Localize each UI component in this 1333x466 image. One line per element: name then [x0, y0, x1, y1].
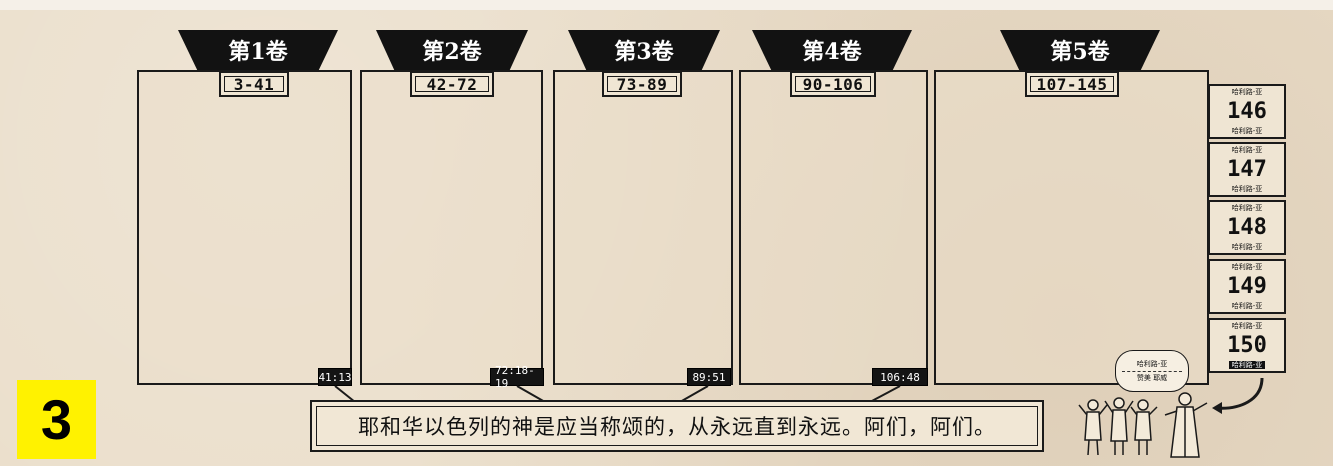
volume-2-title: 第2卷: [376, 30, 528, 70]
hallelujah-top: 哈利路-亚: [1231, 88, 1263, 96]
bubble-line-2: 赞美 耶威: [1136, 373, 1168, 382]
volume-4-panel: [739, 70, 928, 385]
bubble-line-1: 哈利路-亚: [1136, 359, 1168, 368]
volume-4-doxology: 106:48: [872, 368, 928, 386]
hallelujah-bottom: 哈利路-亚: [1231, 302, 1263, 310]
section-number-badge: 3: [17, 380, 96, 459]
psalm-number: 147: [1227, 156, 1267, 182]
volume-1-title: 第1卷: [178, 30, 338, 70]
worshippers-illustration: [1078, 392, 1208, 458]
hallelujah-bottom: 哈利路-亚: [1231, 243, 1263, 251]
volume-5-range: 107-145: [1025, 71, 1119, 97]
hallelujah-bottom: 哈利路-亚: [1231, 127, 1263, 135]
psalm-number: 149: [1227, 273, 1267, 299]
psalm-150-box: 哈利路-亚 150 哈利路-亚: [1208, 318, 1286, 373]
top-strip: [0, 0, 1333, 10]
psalm-149-box: 哈利路-亚 149 哈利路-亚: [1208, 259, 1286, 314]
hallelujah-top: 哈利路-亚: [1231, 146, 1263, 154]
psalm-number: 150: [1227, 332, 1267, 358]
psalm-147-box: 哈利路-亚 147 哈利路-亚: [1208, 142, 1286, 197]
volume-3-panel: [553, 70, 733, 385]
volume-2-range: 42-72: [410, 71, 494, 97]
volume-3-title: 第3卷: [568, 30, 720, 70]
hallelujah-top: 哈利路-亚: [1231, 322, 1263, 330]
doxology-quote-box: 耶和华以色列的神是应当称颂的，从永远直到永远。阿们，阿们。: [310, 400, 1044, 452]
volume-1-range: 3-41: [219, 71, 289, 97]
bubble-divider: [1122, 370, 1182, 372]
volume-5-title: 第5卷: [1000, 30, 1160, 70]
volume-3-doxology: 89:51: [687, 368, 731, 386]
volume-4-title: 第4卷: [752, 30, 912, 70]
hallelujah-bottom: 哈利路-亚: [1231, 185, 1263, 193]
volume-4-range: 90-106: [790, 71, 876, 97]
speech-bubble: 哈利路-亚 赞美 耶威: [1115, 350, 1189, 392]
doxology-quote-text: 耶和华以色列的神是应当称颂的，从永远直到永远。阿们，阿们。: [316, 406, 1038, 446]
psalm-number: 146: [1227, 98, 1267, 124]
psalm-148-box: 哈利路-亚 148 哈利路-亚: [1208, 200, 1286, 255]
volume-3-range: 73-89: [602, 71, 682, 97]
hallelujah-top: 哈利路-亚: [1231, 204, 1263, 212]
volume-1-doxology: 41:13: [318, 368, 352, 386]
volume-2-doxology: 72:18-19: [490, 364, 544, 390]
psalm-number: 148: [1227, 214, 1267, 240]
hallelujah-bottom: 哈利路-亚: [1228, 361, 1266, 369]
volume-1-panel: [137, 70, 352, 385]
hallelujah-top: 哈利路-亚: [1231, 263, 1263, 271]
volume-2-panel: [360, 70, 543, 385]
volume-5-panel: [934, 70, 1209, 385]
psalm-146-box: 哈利路-亚 146 哈利路-亚: [1208, 84, 1286, 139]
